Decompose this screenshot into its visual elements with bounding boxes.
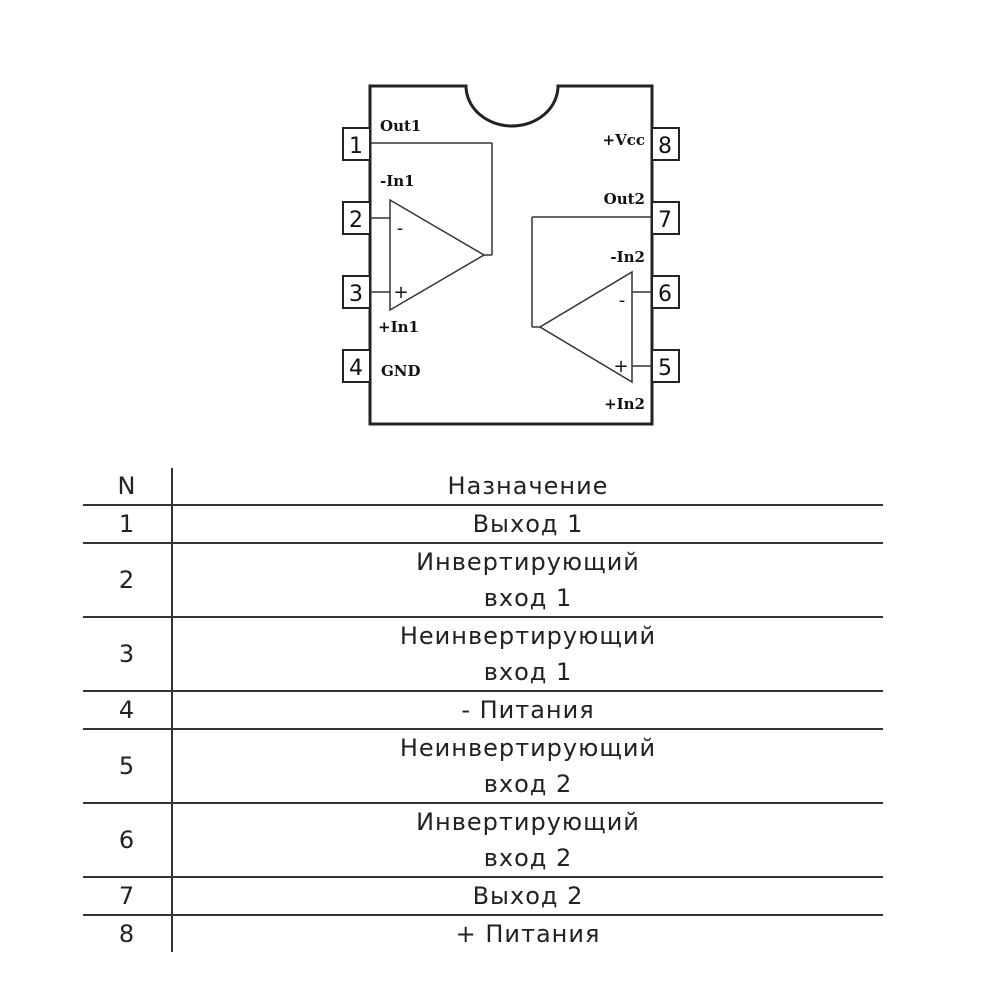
- opamp-1-triangle: [389, 198, 486, 312]
- header-n: N: [83, 468, 173, 505]
- pin-number-cell: 8: [83, 914, 173, 952]
- svg-text:1: 1: [349, 134, 363, 159]
- pin-number-cell: 2: [83, 542, 173, 617]
- table-row: 7 Выход 2: [83, 876, 883, 915]
- pin-number-cell: 5: [83, 728, 173, 803]
- svg-text:2: 2: [349, 208, 363, 233]
- opamp-1-plus-sign: +: [393, 282, 408, 303]
- svg-text:5: 5: [658, 356, 672, 381]
- table-header-row: N Назначение: [83, 468, 883, 505]
- pin-purpose-cell: + Питания: [172, 914, 883, 952]
- pin-number-cell: 1: [83, 504, 173, 543]
- header-purpose: Назначение: [447, 472, 609, 500]
- pin-number-cell: 3: [83, 616, 173, 691]
- pin-7: 7: [651, 201, 680, 235]
- table-row: 1 Выход 1: [83, 504, 883, 543]
- svg-text:8: 8: [658, 134, 672, 159]
- svg-text:6: 6: [658, 282, 672, 307]
- opamp-1: [370, 142, 493, 312]
- label-in1-neg: -In1: [380, 172, 415, 190]
- pin-purpose-cell: Выход 2: [172, 876, 883, 915]
- svg-text:4: 4: [349, 356, 363, 381]
- pin-2: 2: [342, 201, 371, 235]
- label-out1: Out1: [380, 117, 421, 135]
- pin-8: 8: [651, 127, 680, 161]
- pin-purpose-cell: - Питания: [172, 690, 883, 729]
- pin-number-cell: 4: [83, 690, 173, 729]
- opamp-2-plus-sign: +: [613, 356, 628, 377]
- pin-5: 5: [651, 349, 680, 383]
- label-gnd: GND: [381, 362, 421, 380]
- pin-4: 4: [342, 349, 371, 383]
- pin-1: 1: [342, 127, 371, 161]
- label-in2-neg: -In2: [610, 248, 645, 266]
- opamp-2: [531, 216, 652, 384]
- pin-number-cell: 7: [83, 876, 173, 915]
- label-out2: Out2: [604, 190, 645, 208]
- svg-text:3: 3: [349, 282, 363, 307]
- pin-number-cell: 6: [83, 802, 173, 877]
- opamp-2-triangle: [538, 270, 633, 384]
- table-row: 4 - Питания: [83, 690, 883, 729]
- label-vcc: +Vcc: [603, 131, 645, 149]
- table-row: 8 + Питания: [83, 914, 883, 952]
- opamp-2-minus-sign: -: [619, 290, 626, 311]
- label-in1-pos: +In1: [378, 318, 419, 336]
- pin-3: 3: [342, 275, 371, 309]
- svg-text:7: 7: [658, 208, 672, 233]
- pin-6: 6: [651, 275, 680, 309]
- label-in2-pos: +In2: [604, 395, 645, 413]
- pin-purpose-cell: Выход 1: [172, 504, 883, 543]
- opamp-1-minus-sign: -: [397, 218, 404, 239]
- chip-body: [368, 84, 654, 426]
- opamp-pinout-diagram: 1 2 3 4 8 7 6 5 - +: [342, 84, 680, 426]
